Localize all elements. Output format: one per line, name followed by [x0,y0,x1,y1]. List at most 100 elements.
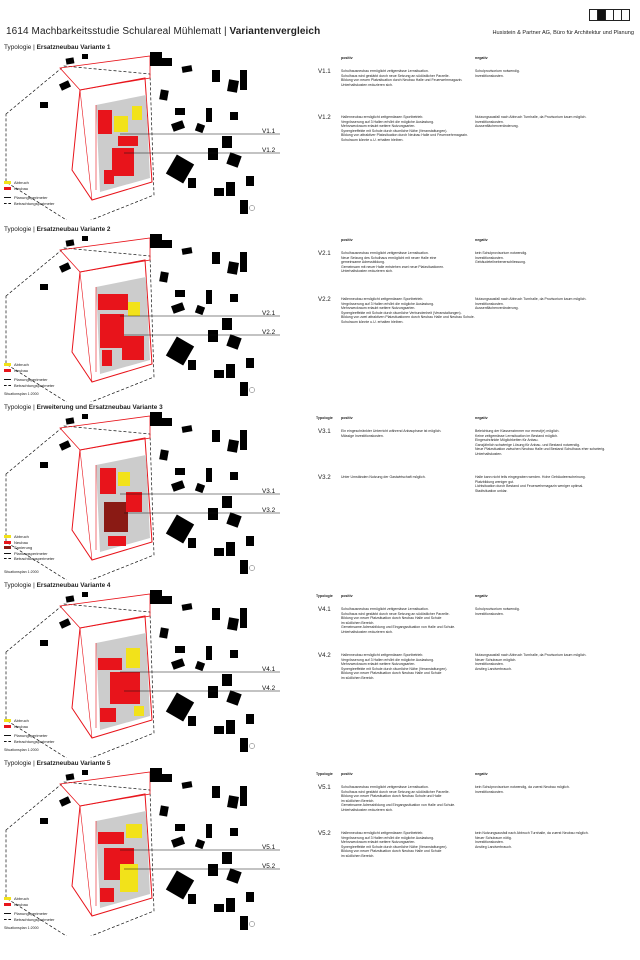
positiv-text: Schulhausneubau ermöglicht zeitgemässe L… [341,69,476,87]
neighbor-building [227,439,239,453]
positiv-line: Synergieeffekte mit Schule durch räumlic… [341,310,462,315]
neighbor-building [65,239,75,247]
neighbor-building [227,261,239,275]
negativ-line: Schulprovisorium notwendig. [475,69,520,73]
positiv-line: Unterhaltskosten reduzieren sich. [341,269,393,274]
neighbor-building [194,482,206,494]
legend-item: Neubau [4,902,54,908]
positiv-line: gemeinsame Adressbildung. [341,260,385,265]
column-positiv: positiv [341,416,353,420]
neighbor-building [58,618,72,629]
betrachtungsperimeter-outline [5,781,155,936]
legend-item: Neubau [4,186,54,192]
legend-swatch [4,719,11,723]
neighbor-building [175,468,185,475]
legend-label: Neubau [14,901,29,907]
neighbor-building [165,336,195,366]
positiv-line: Schulhausneubau ermöglicht zeitgemässe L… [341,785,429,789]
planungsperimeter-outline [71,615,153,739]
legend-label: Betrachtungsperimeter [14,556,55,561]
neighbor-building [181,65,193,73]
neubau-block [104,170,114,184]
title-separator: | [221,26,230,37]
neighbor-building [158,596,172,604]
neighbor-building [212,70,220,82]
variant-label: V5.1 [318,784,331,791]
plan-variant-label: V3.2 [262,507,276,514]
neighbor-building [240,560,248,574]
neighbor-building [206,290,212,304]
planungsperimeter-outline [71,259,153,383]
inner-outline [79,89,93,201]
positiv-line: Mehrzweckraum erlaubt weitere Nutzungsar… [341,124,416,129]
neighbor-building [181,247,193,255]
neighbor-building [82,414,88,419]
positiv-line: Bildung von attraktiver Platzsituation d… [341,133,469,138]
negativ-line: kein Schulprovisorium notwendig, da zuer… [475,785,570,789]
column-positiv: positiv [341,772,353,776]
legend-item: Betrachtungsperimeter [4,739,54,745]
positiv-line: Schulraum könnte u.U. erhalten bleiben. [341,137,404,142]
legend-item: Neubau [4,540,54,546]
section-title-name: Ersatzneubau Variante 1 [36,44,111,51]
section-title: Typologie | Erweiterung und Ersatzneubau… [4,404,163,411]
positiv-line: Bildung von neuer Platzsituation durch N… [341,616,442,621]
negativ-text: Nutzungsausfall nach Abbruch Turnhalle, … [475,297,635,311]
positiv-line: Schulhausneubau ermöglicht zeitgemässe L… [341,607,429,611]
neighbor-building [246,176,254,186]
legend-item: Planungsperimeter [4,377,54,383]
neighbor-building [230,472,238,480]
legend-label: Planungsperimeter [14,550,48,556]
positiv-line: im südlichen Bereich. [341,675,375,680]
positiv-line: im südlichen Bereich. [341,798,375,803]
positiv-line: Gemeinsam mit neuer Halle entstehen zwei… [341,264,445,269]
neighbor-building [175,290,185,297]
neighbor-building [82,592,88,597]
plan-variant-label: V2.2 [262,329,276,336]
negativ-line: Lichtsituation durch Bestand und Feuerwe… [475,484,584,489]
betrachtungsperimeter-outline [5,247,155,402]
positiv-line: Neue Setzung des Schulhaus ermöglicht mi… [341,255,437,260]
positiv-line: Bildung von neuer Platzsituation durch N… [341,794,442,799]
neighbor-building [230,294,238,302]
legend-line-icon [4,558,11,560]
legend-label: Abbruch [14,362,29,367]
negativ-line: Investitionskosten. [475,662,504,667]
negativ-line: Investitionskosten. [475,840,504,845]
north-arrow-icon [249,565,255,571]
legend-line-icon [4,913,11,915]
neighbor-building [214,904,224,912]
neighbor-building [214,726,224,734]
legend-label: Planungsperimeter [14,195,48,200]
section-title-name: Erweiterung und Ersatzneubau Variante 3 [36,404,163,411]
negativ-line: kein Nutzungsausfall nach Abbruch Turnha… [475,831,589,835]
legend-item: Abbruch [4,180,54,186]
variant-label: V3.1 [318,428,331,435]
neighbor-building [194,122,206,134]
neighbor-building [212,430,220,442]
neighbor-building [159,805,169,817]
neubau-block [126,492,142,512]
positiv-text: Hallenneubau ermöglicht zeitgemässen Spo… [341,653,476,681]
neighbor-building [226,512,242,528]
abbruch-block [128,302,140,316]
neighbor-building [240,200,248,214]
legend-line-icon [4,552,11,554]
legend-label: Betrachtungsperimeter [14,200,55,206]
sanierung-block [104,502,128,532]
neighbor-building [158,58,172,66]
legend-item: Betrachtungsperimeter [4,383,54,389]
neighbor-building [82,770,88,775]
negativ-line: Investitionskosten. [475,119,504,124]
legend-line-icon [4,918,11,920]
positiv-line: Mehrzweckraum erlaubt weitere Nutzungsar… [341,840,416,845]
negativ-line: Nutzungsausfall nach Abbruch Turnhalle, … [475,653,587,657]
variant-label: V1.2 [318,114,331,121]
neighbor-building [58,262,72,273]
negativ-line: Stadtsituation unklar. [475,488,508,493]
neighbor-building [206,646,212,660]
legend-label: Neubau [14,723,29,729]
